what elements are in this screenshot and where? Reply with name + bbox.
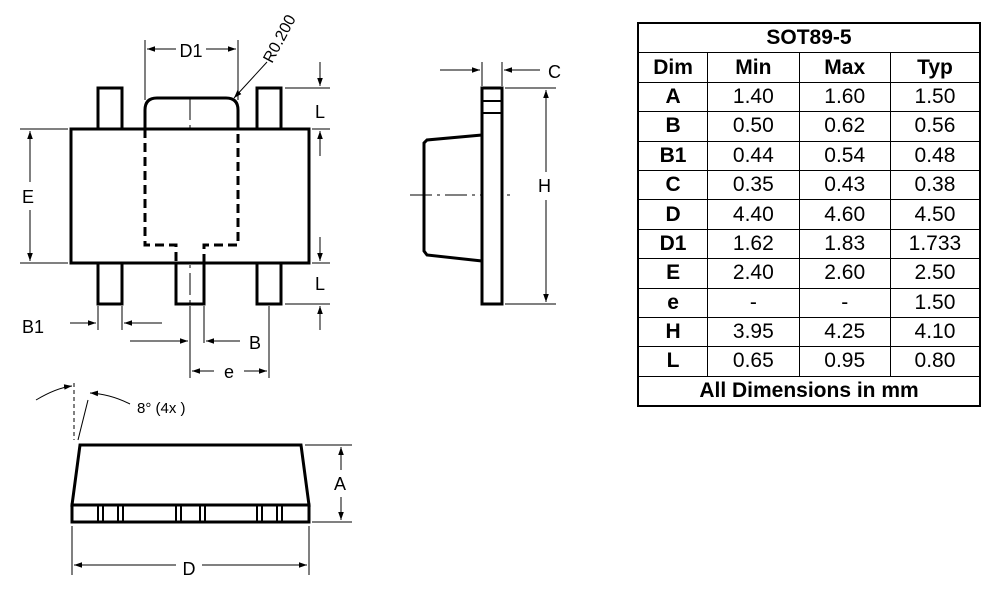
side-view bbox=[410, 62, 556, 306]
cell-max: 0.62 bbox=[798, 111, 891, 142]
header-dim: Dim bbox=[637, 52, 709, 83]
cell-max: 1.60 bbox=[798, 81, 891, 113]
side-lead bbox=[480, 86, 504, 306]
cell-dim: D bbox=[637, 199, 709, 230]
cell-typ: 0.38 bbox=[889, 169, 981, 201]
cell-typ: 1.50 bbox=[889, 287, 981, 318]
label-e-width: E bbox=[22, 187, 34, 207]
top-view-extension-lines bbox=[20, 40, 330, 378]
cell-dim: E bbox=[637, 258, 709, 289]
front-base bbox=[70, 503, 311, 524]
cell-min: 2.40 bbox=[707, 258, 800, 289]
cell-min: 1.62 bbox=[707, 228, 800, 260]
cell-typ: 1.50 bbox=[889, 81, 981, 113]
label-b: B bbox=[249, 333, 261, 353]
label-h: H bbox=[538, 176, 551, 196]
lead-top-left bbox=[96, 86, 124, 131]
cell-typ: 0.56 bbox=[889, 111, 981, 142]
front-lead-stubs bbox=[97, 505, 283, 522]
heat-tab-hidden bbox=[143, 129, 240, 263]
cell-dim: C bbox=[637, 169, 709, 201]
label-d: D bbox=[183, 559, 196, 579]
lead-top-right bbox=[255, 86, 283, 131]
cell-min: 0.50 bbox=[707, 111, 800, 142]
heat-tab bbox=[143, 96, 240, 129]
cell-max: 0.95 bbox=[798, 346, 891, 377]
cell-min: 4.40 bbox=[707, 199, 800, 230]
table-header-row: Dim Min Max Typ bbox=[637, 52, 981, 83]
header-min: Min bbox=[707, 52, 800, 83]
cell-min: 0.65 bbox=[707, 346, 800, 377]
cell-min: 0.44 bbox=[707, 140, 800, 171]
label-c: C bbox=[548, 62, 561, 82]
cell-dim: B1 bbox=[637, 140, 709, 171]
front-body bbox=[70, 443, 311, 507]
cell-typ: 1.733 bbox=[889, 228, 981, 260]
table-footer: All Dimensions in mm bbox=[637, 375, 981, 407]
cell-dim: B bbox=[637, 111, 709, 142]
cell-min: 0.35 bbox=[707, 169, 800, 201]
label-d1: D1 bbox=[179, 41, 202, 61]
cell-max: - bbox=[798, 287, 891, 318]
label-angle: 8° (4x ) bbox=[137, 400, 186, 417]
cell-max: 4.25 bbox=[798, 316, 891, 348]
cell-typ: 4.10 bbox=[889, 316, 981, 348]
cell-dim: D1 bbox=[637, 228, 709, 260]
cell-typ: 4.50 bbox=[889, 199, 981, 230]
cell-dim: e bbox=[637, 287, 709, 318]
label-e-pitch: e bbox=[224, 362, 234, 382]
package-body bbox=[69, 127, 311, 265]
side-body bbox=[422, 133, 483, 263]
cell-max: 4.60 bbox=[798, 199, 891, 230]
cell-dim: A bbox=[637, 81, 709, 113]
cell-dim: L bbox=[637, 346, 709, 377]
table-title: SOT89-5 bbox=[637, 22, 981, 54]
header-max: Max bbox=[798, 52, 891, 83]
table-row: e--1.50 bbox=[637, 287, 981, 318]
cell-typ: 2.50 bbox=[889, 258, 981, 289]
cell-min: - bbox=[707, 287, 800, 318]
label-l-bottom: L bbox=[315, 274, 325, 294]
cell-max: 0.54 bbox=[798, 140, 891, 171]
header-typ: Typ bbox=[889, 52, 981, 83]
top-view bbox=[20, 40, 330, 378]
label-l-top: L bbox=[315, 102, 325, 122]
cell-typ: 0.48 bbox=[889, 140, 981, 171]
cell-min: 1.40 bbox=[707, 81, 800, 113]
cell-dim: H bbox=[637, 316, 709, 348]
front-view bbox=[35, 383, 352, 575]
cell-max: 0.43 bbox=[798, 169, 891, 201]
cell-max: 1.83 bbox=[798, 228, 891, 260]
lead-bottom-right bbox=[255, 261, 283, 306]
label-a: A bbox=[334, 474, 346, 494]
lead-bottom-left bbox=[96, 261, 124, 306]
label-b1: B1 bbox=[22, 317, 44, 337]
cell-max: 2.60 bbox=[798, 258, 891, 289]
label-radius: R0.200 bbox=[261, 12, 300, 66]
cell-min: 3.95 bbox=[707, 316, 800, 348]
cell-typ: 0.80 bbox=[889, 346, 981, 377]
